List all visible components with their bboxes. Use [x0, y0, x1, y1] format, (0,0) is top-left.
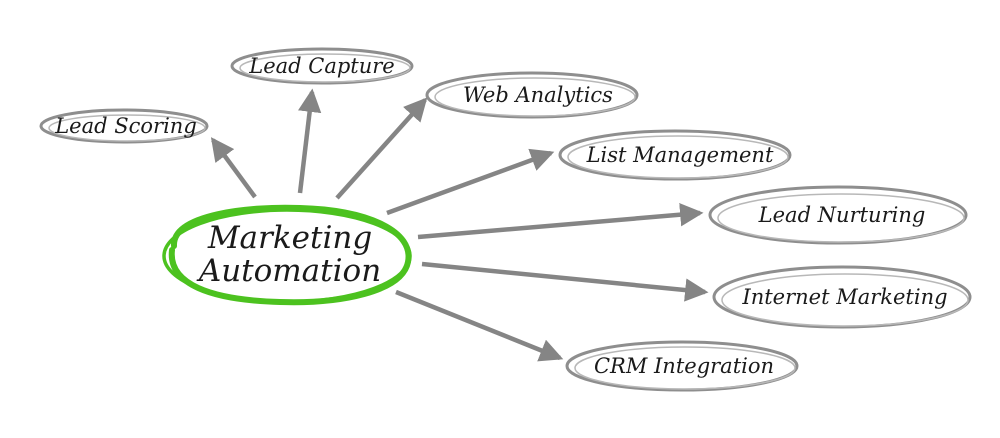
- arrow-internet-marketing: [421, 261, 709, 302]
- node-crm-integration: CRM Integration: [565, 340, 799, 392]
- node-ring-inner: [721, 273, 969, 327]
- node-ring-inner: [239, 53, 411, 83]
- node-ring: [558, 129, 792, 181]
- node-label: List Management: [586, 143, 774, 167]
- node-ring-inner: [48, 114, 206, 142]
- arrow-lead-nurturing: [417, 203, 704, 240]
- node-ring-inner: [434, 77, 636, 117]
- node-lead-scoring: Lead Scoring: [39, 108, 209, 144]
- arrows: [210, 88, 709, 362]
- node-ring: [230, 47, 414, 85]
- node-ring-inner: [717, 193, 965, 243]
- node-lead-nurturing: Lead Nurturing: [708, 185, 968, 245]
- center-label-line2: Automation: [196, 253, 381, 289]
- arrow-lead-capture: [297, 88, 322, 194]
- node-list-management: List Management: [558, 129, 792, 181]
- node-label: Lead Capture: [248, 54, 394, 78]
- node-label: Lead Scoring: [54, 114, 197, 138]
- center-node: Marketing Automation: [162, 204, 412, 306]
- arrow-lead-scoring: [210, 137, 257, 199]
- node-lead-capture: Lead Capture: [230, 47, 414, 85]
- node-ring-inner: [574, 346, 796, 390]
- node-label: Web Analytics: [463, 83, 613, 107]
- node-ring: [708, 185, 968, 245]
- center-ring-stroke: [168, 204, 412, 306]
- node-label: Internet Marketing: [741, 285, 947, 309]
- node-web-analytics: Web Analytics: [425, 71, 639, 119]
- arrow-web-analytics: [335, 97, 428, 200]
- node-label: Lead Nurturing: [758, 203, 926, 227]
- node-ring: [712, 265, 972, 329]
- node-ring-inner: [567, 135, 789, 179]
- node-ring: [425, 71, 639, 119]
- node-label: CRM Integration: [594, 354, 774, 378]
- node-internet-marketing: Internet Marketing: [712, 265, 972, 329]
- arrow-crm-integration: [395, 289, 564, 362]
- arrow-list-management: [386, 148, 555, 216]
- node-ring: [565, 340, 799, 392]
- center-label-line1: Marketing: [207, 220, 372, 256]
